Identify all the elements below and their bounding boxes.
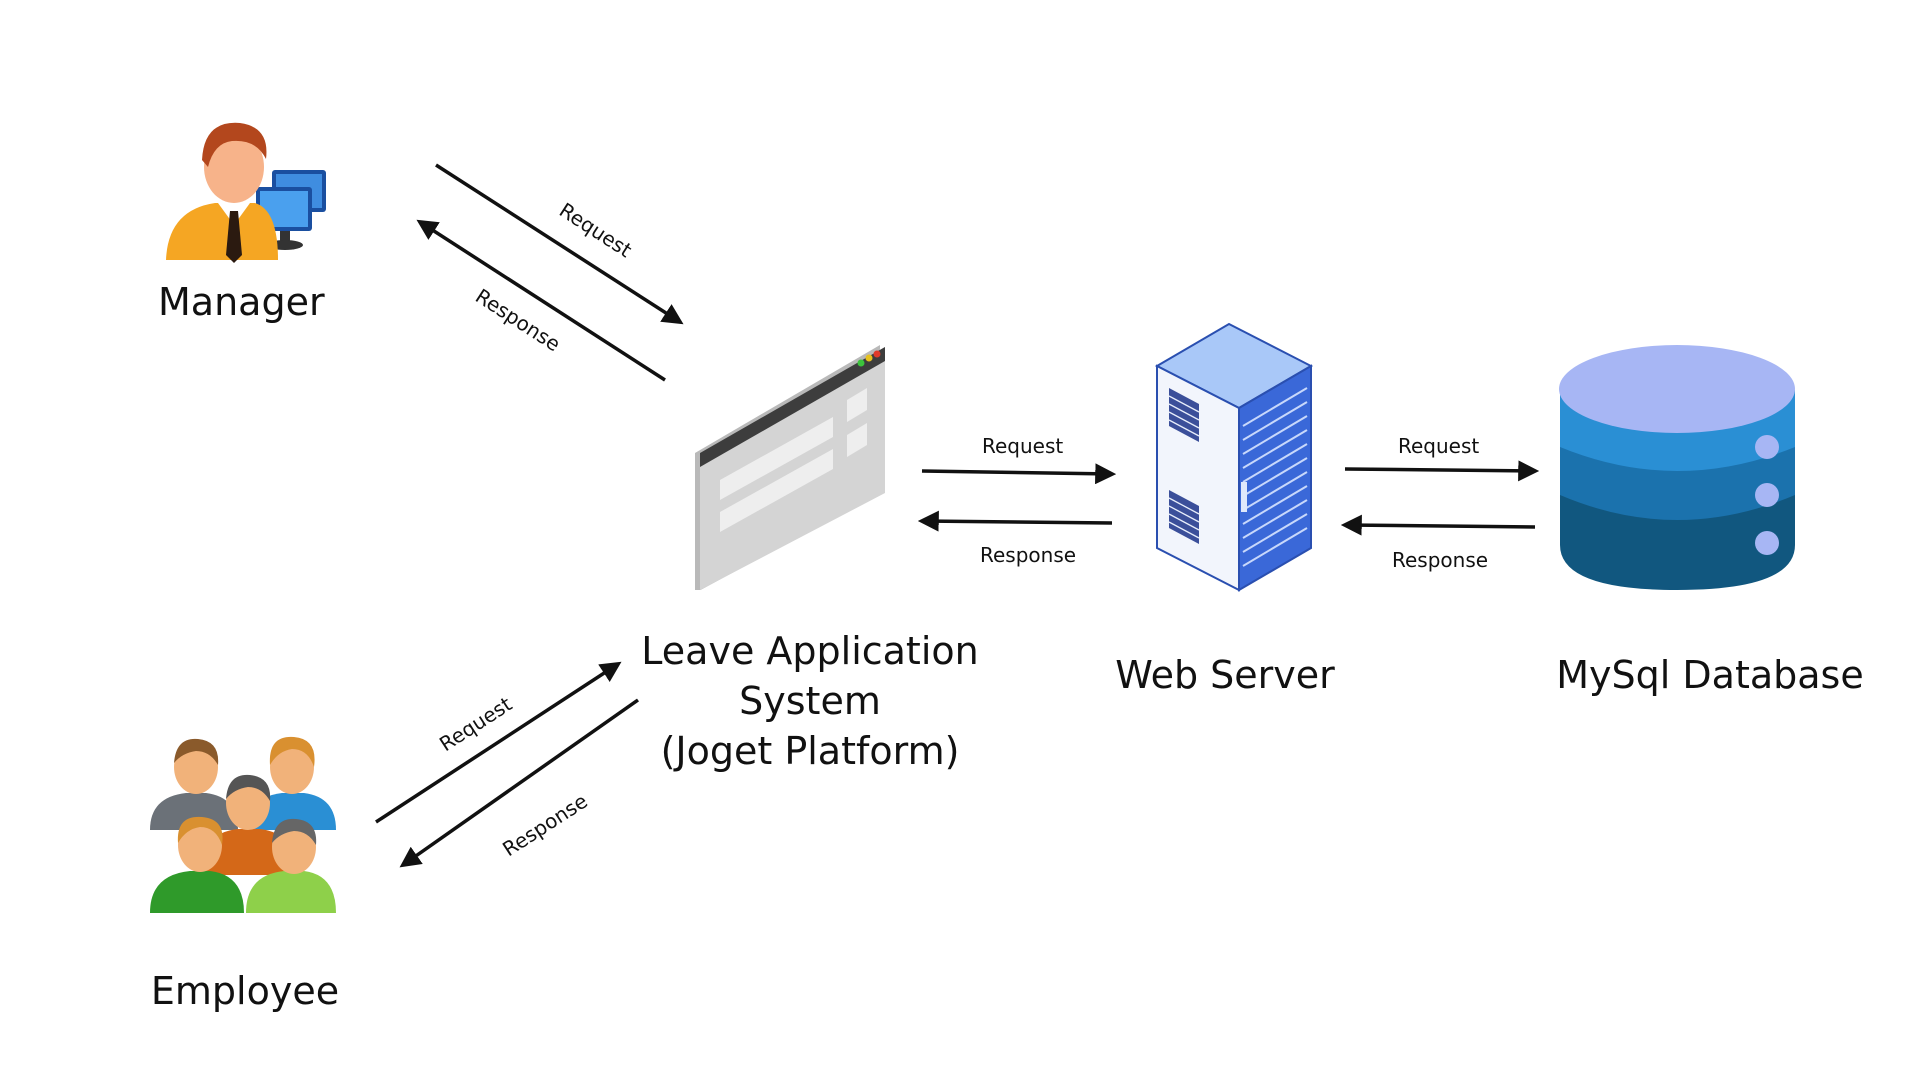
database-label: MySql Database bbox=[1556, 653, 1864, 697]
manager-icon bbox=[166, 122, 326, 263]
employee-response-arrow bbox=[399, 698, 640, 868]
server-rack-icon bbox=[1155, 322, 1314, 592]
server-db-request-arrow bbox=[1344, 460, 1540, 482]
employee-group-icon bbox=[150, 736, 336, 913]
app-server-response-label: Response bbox=[980, 543, 1077, 567]
web-server-label: Web Server bbox=[1115, 653, 1335, 697]
leave-application-label: Leave Application System (Joget Platform… bbox=[640, 626, 980, 776]
manager-request-arrow bbox=[435, 163, 684, 325]
server-db-request-label: Request bbox=[1398, 434, 1480, 458]
app-server-response-arrow bbox=[917, 510, 1113, 532]
server-db-response-label: Response bbox=[1392, 548, 1489, 572]
manager-label: Manager bbox=[158, 280, 325, 324]
manager-response-arrow bbox=[416, 219, 666, 382]
app-server-request-label: Request bbox=[982, 434, 1064, 458]
leave-application-label-line-2: System bbox=[739, 679, 881, 723]
database-icon bbox=[1559, 345, 1795, 590]
leave-application-label-line-1: Leave Application bbox=[641, 629, 979, 673]
app-server-request-arrow bbox=[921, 463, 1117, 485]
browser-window-icon bbox=[695, 345, 885, 590]
employee-request-arrow bbox=[375, 661, 622, 824]
leave-application-label-line-3: (Joget Platform) bbox=[660, 729, 960, 773]
employee-label: Employee bbox=[150, 969, 340, 1013]
server-db-response-arrow bbox=[1340, 514, 1536, 536]
